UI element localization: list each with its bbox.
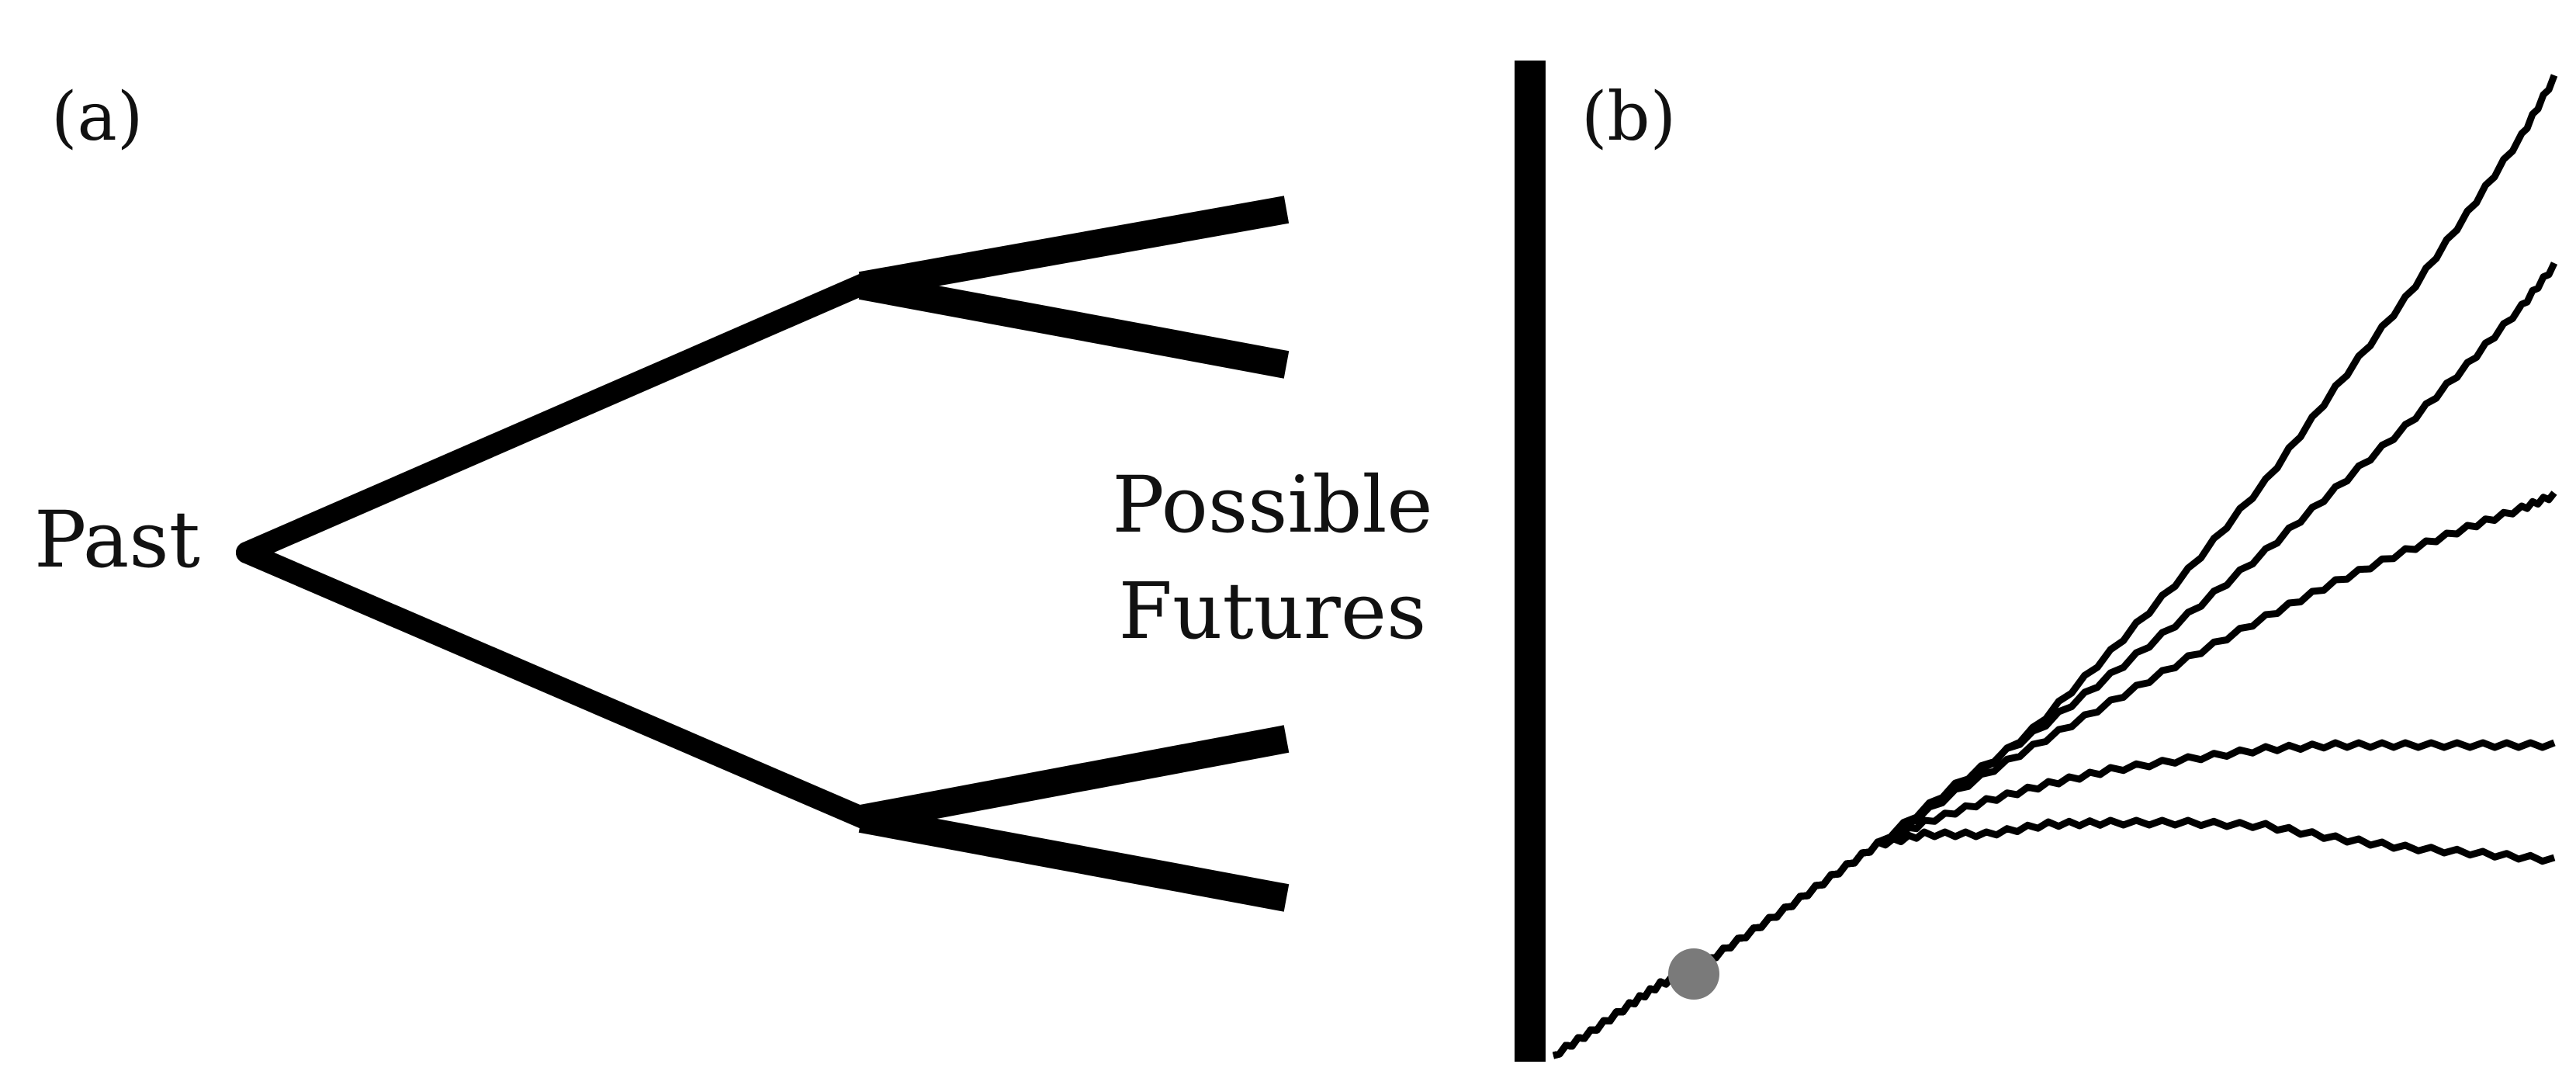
branch-upper-trunk <box>236 272 876 563</box>
panel-a-label: (a) <box>51 78 143 156</box>
past-label: Past <box>34 494 200 585</box>
future-branch-2 <box>858 272 1290 379</box>
panel-b: (b) <box>1552 74 2558 1059</box>
panel-a: (a) Past Possible Futures <box>34 78 1433 912</box>
branch-lower-trunk <box>236 542 876 830</box>
possible-futures-line1: Possible <box>1112 459 1432 550</box>
panel-divider <box>1515 61 1546 1062</box>
future-branch-1 <box>858 196 1290 300</box>
trajectory-line-5 <box>1552 816 2556 1059</box>
possible-futures-line2: Futures <box>1119 566 1427 657</box>
panel-b-label: (b) <box>1581 78 1676 156</box>
future-branches <box>858 196 1290 912</box>
trajectory-line-1 <box>1552 74 2558 1059</box>
trajectory-group <box>1552 74 2558 1059</box>
future-branch-3 <box>858 725 1290 833</box>
trajectory-line-4 <box>1552 739 2556 1059</box>
branch-tree <box>236 272 876 830</box>
future-branch-4 <box>858 805 1290 912</box>
present-point-marker <box>1668 948 1719 1000</box>
trajectory-line-2 <box>1552 262 2558 1059</box>
